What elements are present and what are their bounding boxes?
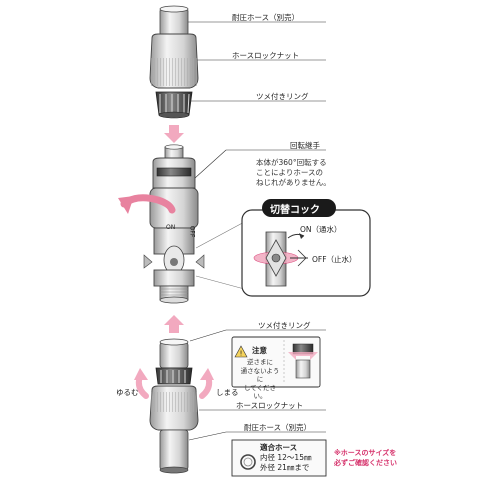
caution-text: 逆さまに 通さないように してください。	[238, 358, 282, 401]
caution-line-3: してください。	[243, 383, 277, 401]
cock-title: 切替コック	[270, 205, 320, 216]
ring-top-group	[155, 91, 193, 119]
joint-note-line-2: ことによりホースの	[256, 168, 323, 177]
label-hose-top: 耐圧ホース（別売）	[232, 13, 300, 22]
caution-title: 注意	[252, 346, 267, 355]
label-off: OFF（止水）	[312, 255, 357, 264]
label-hose-bottom: 耐圧ホース（別売）	[244, 423, 312, 432]
cock-title-pill	[262, 199, 336, 217]
svg-text:!: !	[240, 350, 243, 358]
hose-top-group	[159, 5, 189, 37]
body-off-label: OFF	[188, 225, 196, 238]
hose-spec-text: 適合ホース 内径 12～15㎜ 外径 21㎜まで	[260, 443, 311, 473]
hose-spec-outer: 外径 21㎜まで	[260, 463, 310, 472]
leader-lines	[188, 21, 227, 441]
label-ring-bottom: ツメ付きリング	[258, 321, 311, 330]
arrow-up-1	[164, 315, 184, 333]
joint-note-line-1: 本体が360°回転する	[256, 158, 327, 167]
label-loosen: ゆるむ	[116, 388, 139, 397]
caution-box-group: !	[231, 336, 321, 388]
joint-note-line-3: ねじれがありません。	[256, 178, 331, 187]
label-tighten: しまる	[216, 388, 239, 397]
joint-note: 本体が360°回転する ことによりホースの ねじれがありません。	[256, 158, 331, 188]
coupling-body-group	[143, 144, 205, 304]
hose-spec-inner: 内径 12～15㎜	[260, 453, 312, 462]
label-ring-top: ツメ付きリング	[256, 92, 309, 101]
caution-line-2: 通さないように	[240, 366, 280, 384]
hose-spec-group	[231, 439, 327, 477]
size-check-note: ※ホースのサイズを 必ずご確認ください	[334, 448, 397, 468]
ring-top-shape	[155, 91, 193, 116]
cock-inset-group	[241, 199, 371, 297]
bottom-assembly-group	[149, 338, 199, 474]
cock-inset-frame	[241, 209, 371, 297]
label-nut-top: ホースロックナット	[232, 51, 300, 60]
caution-line-1: 逆さまに	[247, 358, 273, 366]
hose-spec-title: 適合ホース	[260, 443, 298, 452]
arrow-down-1	[164, 125, 184, 143]
nut-top-group	[149, 33, 199, 89]
size-check-line-1: ※ホースのサイズを	[334, 449, 397, 457]
size-check-line-2: 必ずご確認ください	[334, 459, 397, 467]
label-joint: 回転継手	[290, 141, 320, 150]
label-on: ON（通水）	[300, 225, 342, 234]
label-nut-bottom: ホースロックナット	[236, 401, 304, 410]
body-on-label: ON	[166, 224, 176, 231]
